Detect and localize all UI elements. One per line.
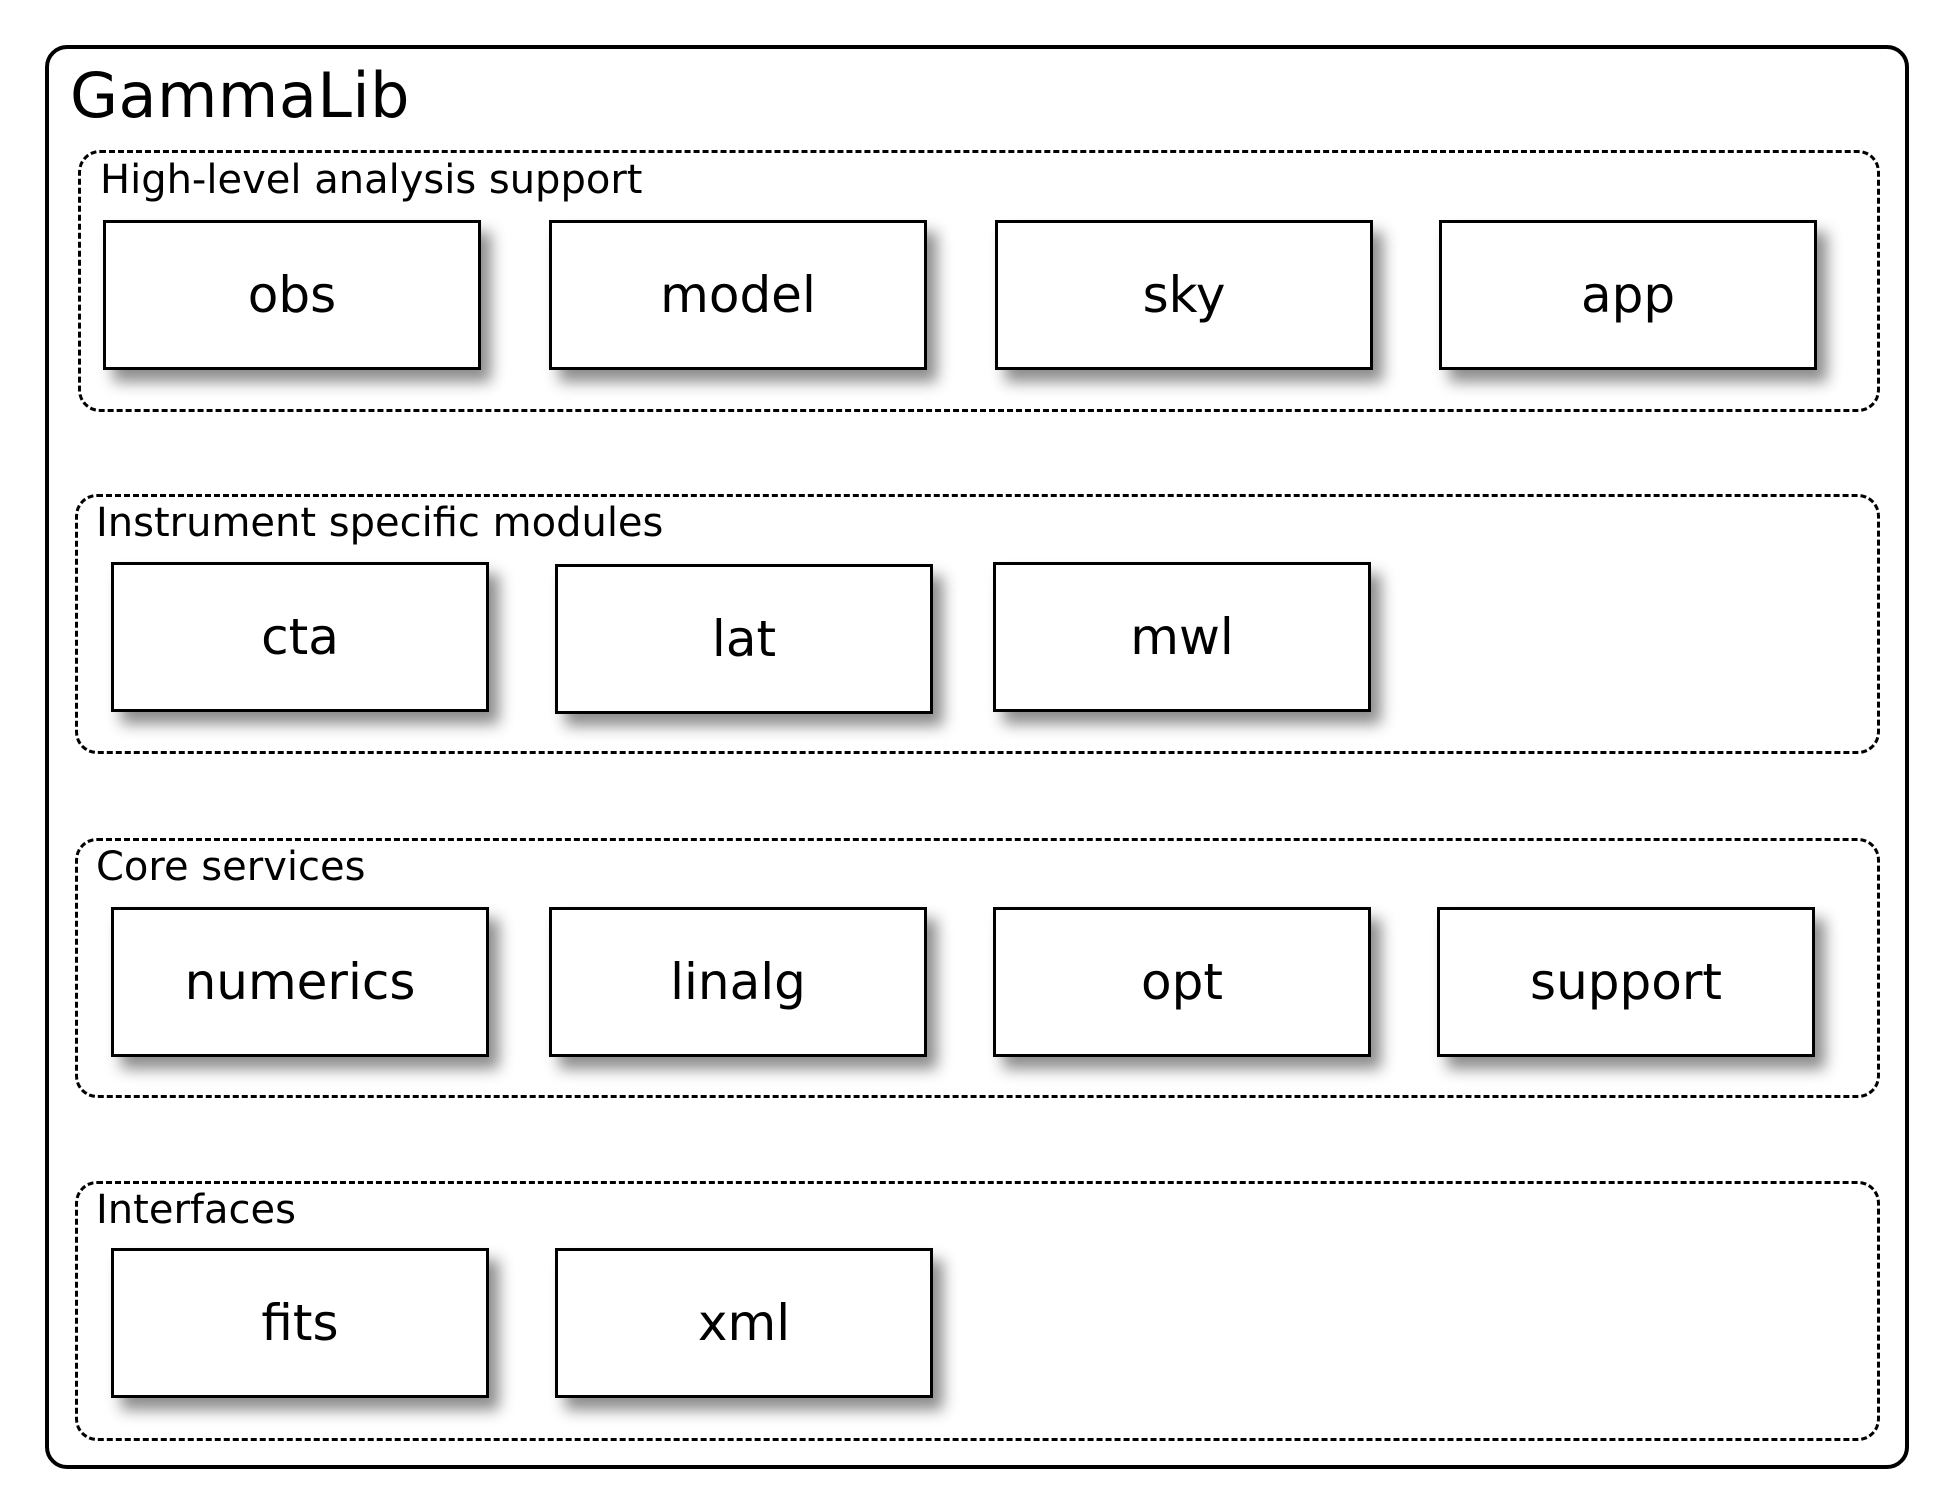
module-obs: obs (103, 220, 481, 370)
module-label: app (1580, 266, 1676, 324)
module-mwl: mwl (993, 562, 1371, 712)
diagram-title: GammaLib (70, 59, 410, 132)
module-label: fits (261, 1294, 339, 1352)
module-label: numerics (184, 953, 416, 1011)
group-instrument-specific (75, 494, 1880, 754)
module-label: obs (247, 266, 337, 324)
group-title-interfaces: Interfaces (96, 1187, 296, 1233)
module-label: opt (1141, 953, 1223, 1011)
group-title-high-level-analysis: High-level analysis support (100, 157, 643, 203)
module-xml: xml (555, 1248, 933, 1398)
module-lat: lat (555, 564, 933, 714)
module-label: xml (697, 1294, 791, 1352)
module-numerics: numerics (111, 907, 489, 1057)
module-opt: opt (993, 907, 1371, 1057)
module-cta: cta (111, 562, 489, 712)
module-label: lat (711, 610, 777, 668)
module-support: support (1437, 907, 1815, 1057)
group-core-services (75, 838, 1880, 1098)
module-label: sky (1142, 266, 1226, 324)
module-model: model (549, 220, 927, 370)
module-linalg: linalg (549, 907, 927, 1057)
module-app: app (1439, 220, 1817, 370)
module-label: model (660, 266, 816, 324)
group-title-instrument-specific: Instrument specific modules (96, 500, 664, 546)
module-sky: sky (995, 220, 1373, 370)
module-label: mwl (1130, 608, 1234, 666)
group-high-level-analysis (78, 150, 1880, 412)
group-title-core-services: Core services (96, 844, 366, 890)
module-label: linalg (670, 953, 806, 1011)
module-fits: fits (111, 1248, 489, 1398)
group-interfaces (75, 1181, 1880, 1441)
module-label: cta (261, 608, 339, 666)
module-label: support (1530, 953, 1722, 1011)
